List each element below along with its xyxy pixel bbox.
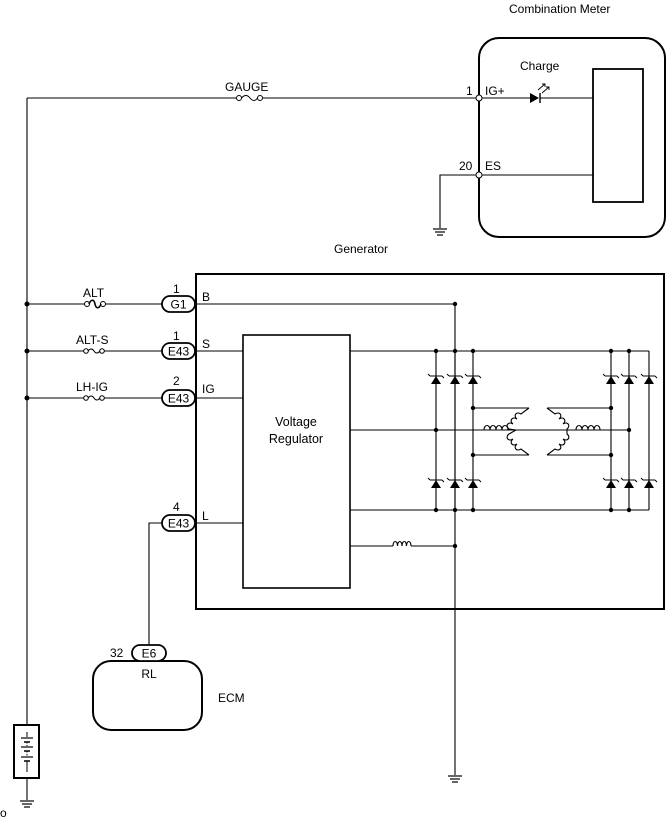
bus-junction-alt-s xyxy=(24,348,30,354)
combination-meter-box xyxy=(478,37,666,238)
voltage-regulator-box xyxy=(242,334,351,589)
stator-winding-coils xyxy=(436,407,629,456)
meter-pin1-name: IG+ xyxy=(485,84,505,98)
meter-pin1-number: 1 xyxy=(466,84,473,98)
meter-pin20-number: 20 xyxy=(459,159,473,173)
connector-e43-s xyxy=(161,342,196,360)
combination-meter-title: Combination Meter xyxy=(509,2,610,16)
battery-symbol xyxy=(13,724,40,779)
battery-label: o xyxy=(0,806,7,820)
connector-e43-ig xyxy=(161,389,196,407)
ground-symbol-generator xyxy=(448,775,462,783)
rectifier-junction-dots xyxy=(433,301,632,549)
connector-g1 xyxy=(161,295,196,313)
connector-e43-l-pin: 4 xyxy=(173,500,180,514)
fuse-lh-ig-label: LH-IG xyxy=(76,380,108,394)
connector-e43-ig-name: E43 xyxy=(168,392,190,406)
connector-g1-pin: 1 xyxy=(173,282,180,296)
generator-title: Generator xyxy=(334,242,388,256)
connector-e6-name: E6 xyxy=(142,647,157,661)
connector-g1-name: G1 xyxy=(170,298,186,312)
fusible-link-alt-symbol xyxy=(84,299,106,309)
fuse-alt-s-label: ALT-S xyxy=(76,333,108,347)
connector-e43-ig-pin: 2 xyxy=(173,374,180,388)
voltage-regulator-label-line1: Voltage xyxy=(275,415,317,429)
terminal-s-label: S xyxy=(202,337,210,351)
l-terminal-wire xyxy=(148,522,243,645)
generator-box xyxy=(195,273,665,610)
bus-junction-alt xyxy=(24,301,30,307)
stator-connection-wires xyxy=(473,407,611,456)
ground-symbol-meter xyxy=(433,228,447,236)
fuse-lh-ig-symbol xyxy=(83,395,105,401)
ecm-terminal-rl-label: RL xyxy=(141,667,157,681)
connector-e43-s-name: E43 xyxy=(168,345,190,359)
meter-pin-ig xyxy=(475,94,483,102)
connector-e6 xyxy=(131,644,167,662)
charge-warning-led-icon xyxy=(530,83,550,103)
meter-pin-es xyxy=(475,171,483,179)
field-coil-icon xyxy=(392,540,412,547)
connector-e43-l-name: E43 xyxy=(168,517,190,531)
ecm-title: ECM xyxy=(218,691,245,705)
terminal-b-label: B xyxy=(202,290,210,304)
fuse-gauge-symbol xyxy=(236,95,263,101)
meter-es-ground-wire xyxy=(439,174,593,228)
meter-internal-circuit xyxy=(592,68,644,203)
terminal-ig-label: IG xyxy=(202,382,215,396)
fuse-alt-label: ALT xyxy=(83,286,105,300)
rectifier-diodes xyxy=(427,373,658,488)
meter-pin20-name: ES xyxy=(485,159,501,173)
connector-e6-pin: 32 xyxy=(110,646,124,660)
connector-e43-s-pin: 1 xyxy=(173,329,180,343)
fuse-gauge-label: GAUGE xyxy=(225,80,268,94)
fuse-alt-s-symbol xyxy=(83,348,105,354)
terminal-l-label: L xyxy=(202,509,209,523)
voltage-regulator-label-line2: Regulator xyxy=(269,432,323,446)
charge-lamp-label: Charge xyxy=(520,59,560,73)
ground-symbol-battery xyxy=(20,800,34,808)
bus-junction-lh-ig xyxy=(24,395,30,401)
